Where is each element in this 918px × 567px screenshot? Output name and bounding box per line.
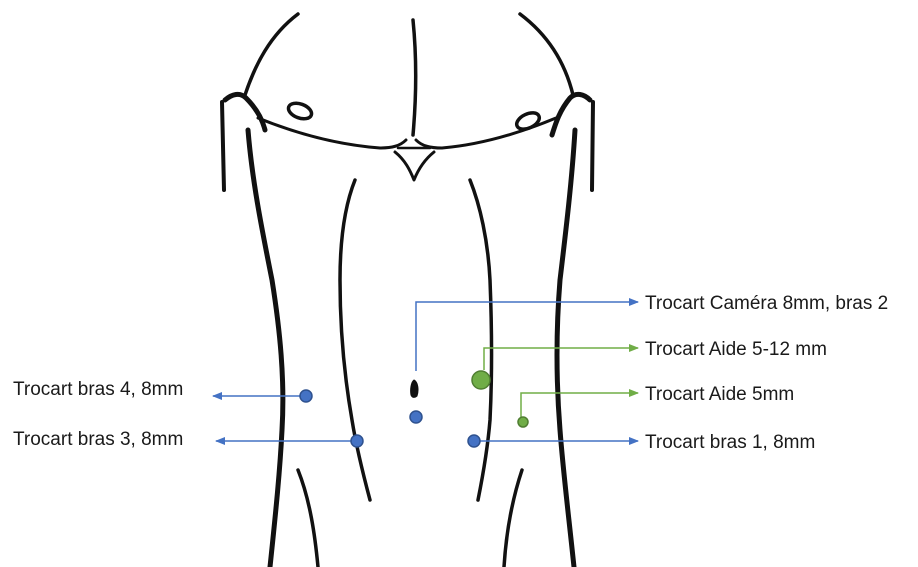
aide-5-leader-line bbox=[521, 393, 638, 417]
trocar-aide-5-12-port bbox=[472, 371, 490, 389]
labels: Trocart Caméra 8mm, bras 2 Trocart Aide … bbox=[13, 293, 888, 453]
label-camera: Trocart Caméra 8mm, bras 2 bbox=[645, 293, 888, 314]
label-bras-3: Trocart bras 3, 8mm bbox=[13, 429, 183, 450]
label-bras-1: Trocart bras 1, 8mm bbox=[645, 432, 815, 453]
trocar-bras-4-port bbox=[300, 390, 312, 402]
aide-5-12-leader-line bbox=[484, 348, 638, 370]
camera-leader-line bbox=[416, 302, 638, 371]
label-aide-5-12: Trocart Aide 5-12 mm bbox=[645, 339, 827, 360]
trocar-bras-1-port bbox=[468, 435, 480, 447]
trocar-camera-port bbox=[410, 411, 422, 423]
trocar-bras-3-port bbox=[351, 435, 363, 447]
torso-outline bbox=[222, 14, 593, 567]
trocar-aide-5-port bbox=[518, 417, 528, 427]
navel bbox=[411, 380, 418, 397]
label-bras-4: Trocart bras 4, 8mm bbox=[13, 379, 183, 400]
label-aide-5: Trocart Aide 5mm bbox=[645, 384, 794, 405]
